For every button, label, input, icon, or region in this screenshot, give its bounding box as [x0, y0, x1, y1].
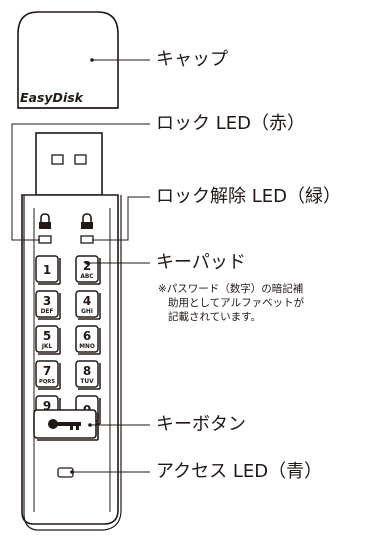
- key-letters: ABC: [80, 274, 93, 280]
- cap-label: キャップ: [156, 49, 228, 70]
- key-face: [35, 325, 59, 353]
- unlock-icon: [81, 213, 93, 229]
- key-letters: PQRS: [39, 379, 55, 385]
- keypad-note: ※パスワード（数字）の暗記補 助用としてアルファベットが 記載されています。: [158, 282, 304, 324]
- note-line: 助用としてアルファベットが: [168, 297, 305, 309]
- cap: EasyDisk: [17, 11, 119, 109]
- key-face: [75, 290, 99, 318]
- key-face: [75, 325, 99, 353]
- key-digit: 1: [43, 263, 51, 277]
- key-digit: 4: [83, 294, 91, 308]
- key-face: [35, 255, 59, 283]
- lock-led-label: ロック LED（赤）: [156, 113, 305, 134]
- leader-lines: [11, 58, 150, 474]
- key-icon: [48, 419, 81, 430]
- usb-connector: [35, 132, 103, 196]
- unlock-led-label: ロック解除 LED（緑）: [156, 186, 341, 207]
- key-face: [75, 360, 99, 388]
- key-letters: JKL: [41, 344, 53, 350]
- key-letters: DEF: [41, 309, 54, 315]
- note-line: 記載されています。: [168, 311, 262, 323]
- key-digit: 6: [83, 329, 91, 343]
- key-digit: 7: [43, 364, 51, 378]
- key-face: [35, 290, 59, 318]
- key-letters: MNO: [79, 344, 95, 350]
- key-digit: 2: [83, 259, 91, 273]
- key-digit: 9: [43, 399, 51, 413]
- access-led-label: アクセス LED（青）: [156, 461, 323, 482]
- keypad-label: キーパッド: [156, 252, 246, 273]
- key-button-label: キーボタン: [156, 414, 246, 435]
- unlock-led: [80, 235, 94, 244]
- note-line: ※パスワード（数字）の暗記補: [158, 283, 304, 295]
- lock-icon: [39, 213, 51, 229]
- key-letters: GHI: [81, 309, 93, 315]
- key-digit: 8: [83, 364, 91, 378]
- key-letters: TUV: [80, 379, 94, 385]
- lock-led: [38, 235, 52, 244]
- key-digit: 5: [43, 329, 51, 343]
- key-digit: 3: [43, 294, 51, 308]
- keypad-key[interactable]: 1: [35, 255, 61, 285]
- brand-logo: EasyDisk: [20, 90, 84, 105]
- key-face: [35, 360, 59, 388]
- key-button[interactable]: [33, 409, 99, 441]
